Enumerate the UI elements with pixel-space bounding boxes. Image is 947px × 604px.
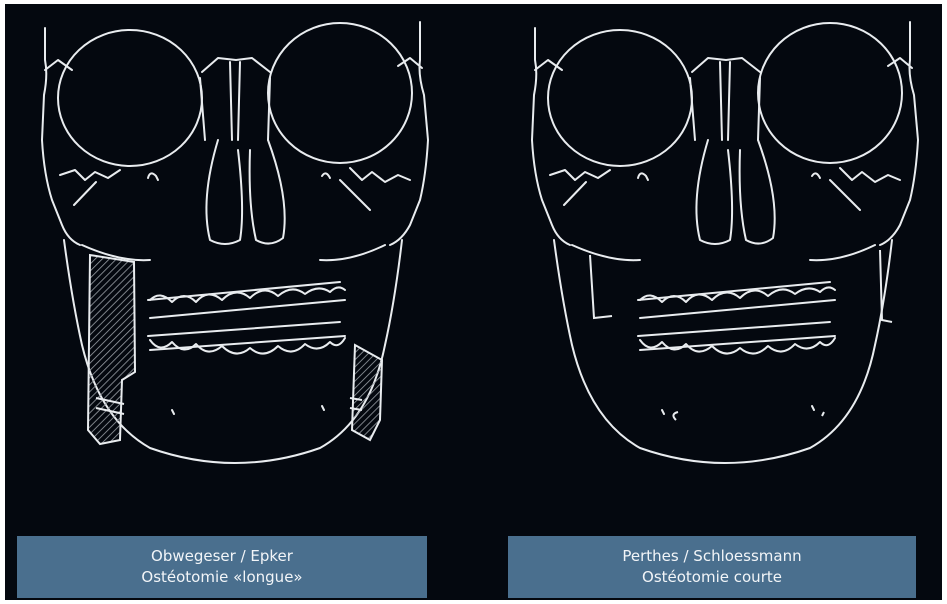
caption-subtitle: Ostéotomie courte xyxy=(642,567,782,588)
caption-perthes-schloessmann: Perthes / Schloessmann Ostéotomie courte xyxy=(508,536,916,598)
caption-obwegeser-epker: Obwegeser / Epker Ostéotomie «longue» xyxy=(17,536,427,598)
caption-subtitle: Ostéotomie «longue» xyxy=(141,567,302,588)
skull-right xyxy=(532,22,918,463)
caption-title: Obwegeser / Epker xyxy=(151,546,293,567)
skull-left xyxy=(42,22,428,463)
caption-title: Perthes / Schloessmann xyxy=(622,546,801,567)
